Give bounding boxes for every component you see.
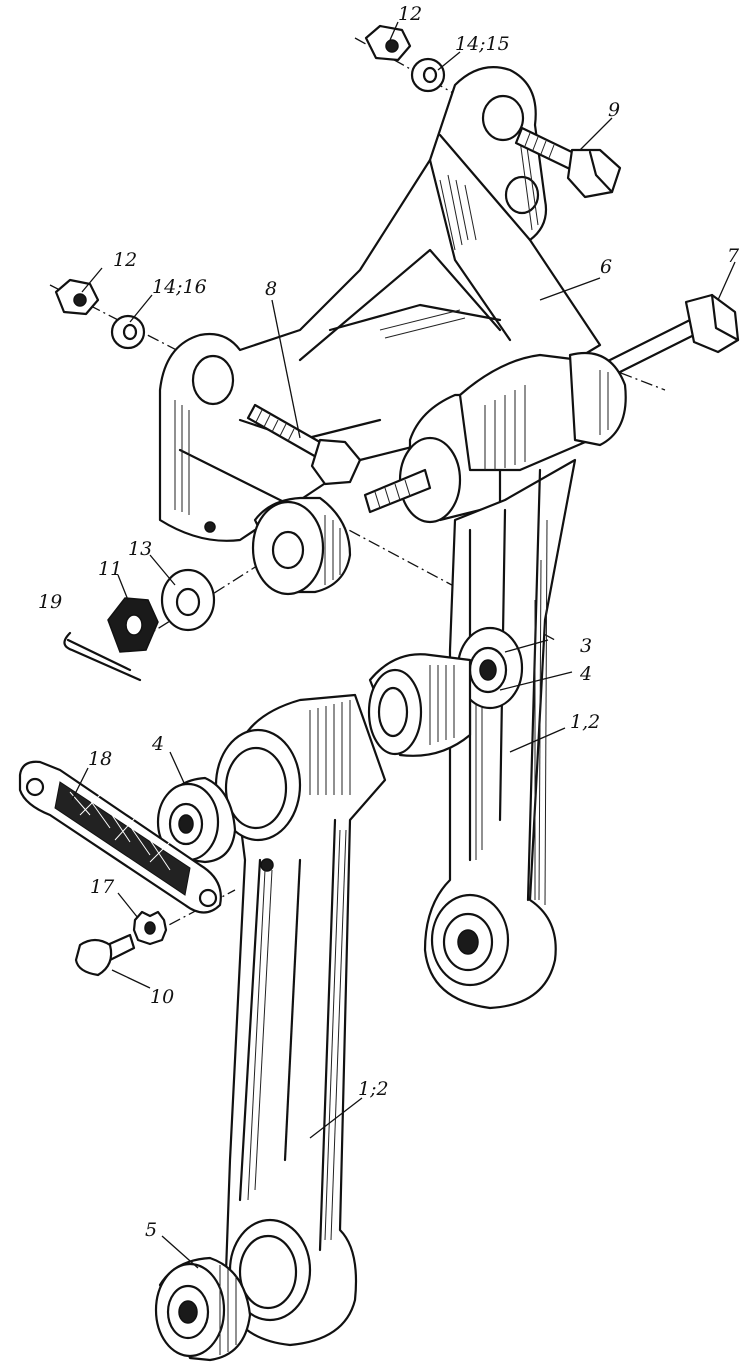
callout-17: 17	[90, 876, 115, 898]
callout-8: 8	[265, 278, 277, 300]
callout-6: 6	[600, 256, 612, 278]
callout-11: 11	[98, 558, 122, 580]
nut-12-top	[364, 24, 412, 62]
callout-13: 13	[128, 538, 152, 560]
bolt-8	[246, 403, 362, 486]
callout-19: 19	[38, 591, 62, 613]
nut-12-left	[54, 278, 100, 316]
bushing-4-right	[367, 653, 472, 757]
callout-1-2-lower: 1;2	[358, 1078, 389, 1100]
bolt-7	[598, 293, 740, 381]
upper-pivot-bushings	[363, 351, 627, 524]
strap-18	[18, 760, 222, 914]
callout-4-right: 4	[579, 663, 592, 685]
lever-lower-1-2	[214, 693, 387, 1347]
callout-9: 9	[608, 99, 620, 121]
callout-10: 10	[150, 986, 174, 1008]
callout-3: 3	[580, 635, 592, 657]
castle-nut-11	[107, 597, 159, 653]
bracket-left-eye	[251, 496, 352, 596]
lock-washer-17	[132, 910, 168, 946]
leader-lines	[71, 21, 736, 1269]
bearing-4-left	[156, 776, 237, 864]
callout-4-left: 4	[151, 733, 164, 755]
washer-14-16	[110, 314, 146, 350]
callout-12-left: 12	[113, 249, 137, 271]
bearing-3	[456, 626, 524, 710]
bearing-5	[154, 1256, 252, 1362]
cotter-pin-19	[63, 631, 142, 682]
washer-14-15	[410, 57, 446, 93]
callout-1-2-right: 1,2	[570, 711, 600, 733]
callout-5: 5	[145, 1219, 157, 1241]
bolt-9	[514, 126, 622, 199]
lever-right-1-2	[423, 458, 577, 1010]
callout-14-15: 14;15	[455, 33, 510, 55]
callout-14-16: 14;16	[152, 276, 207, 298]
callout-18: 18	[88, 748, 112, 770]
callout-labels: 12 14;15 9 12 14;16 8 6 7 13 11 19 3 4 1…	[38, 3, 740, 1241]
screw-10	[74, 933, 136, 977]
callout-12-top: 12	[398, 3, 422, 25]
callout-7: 7	[727, 245, 740, 267]
